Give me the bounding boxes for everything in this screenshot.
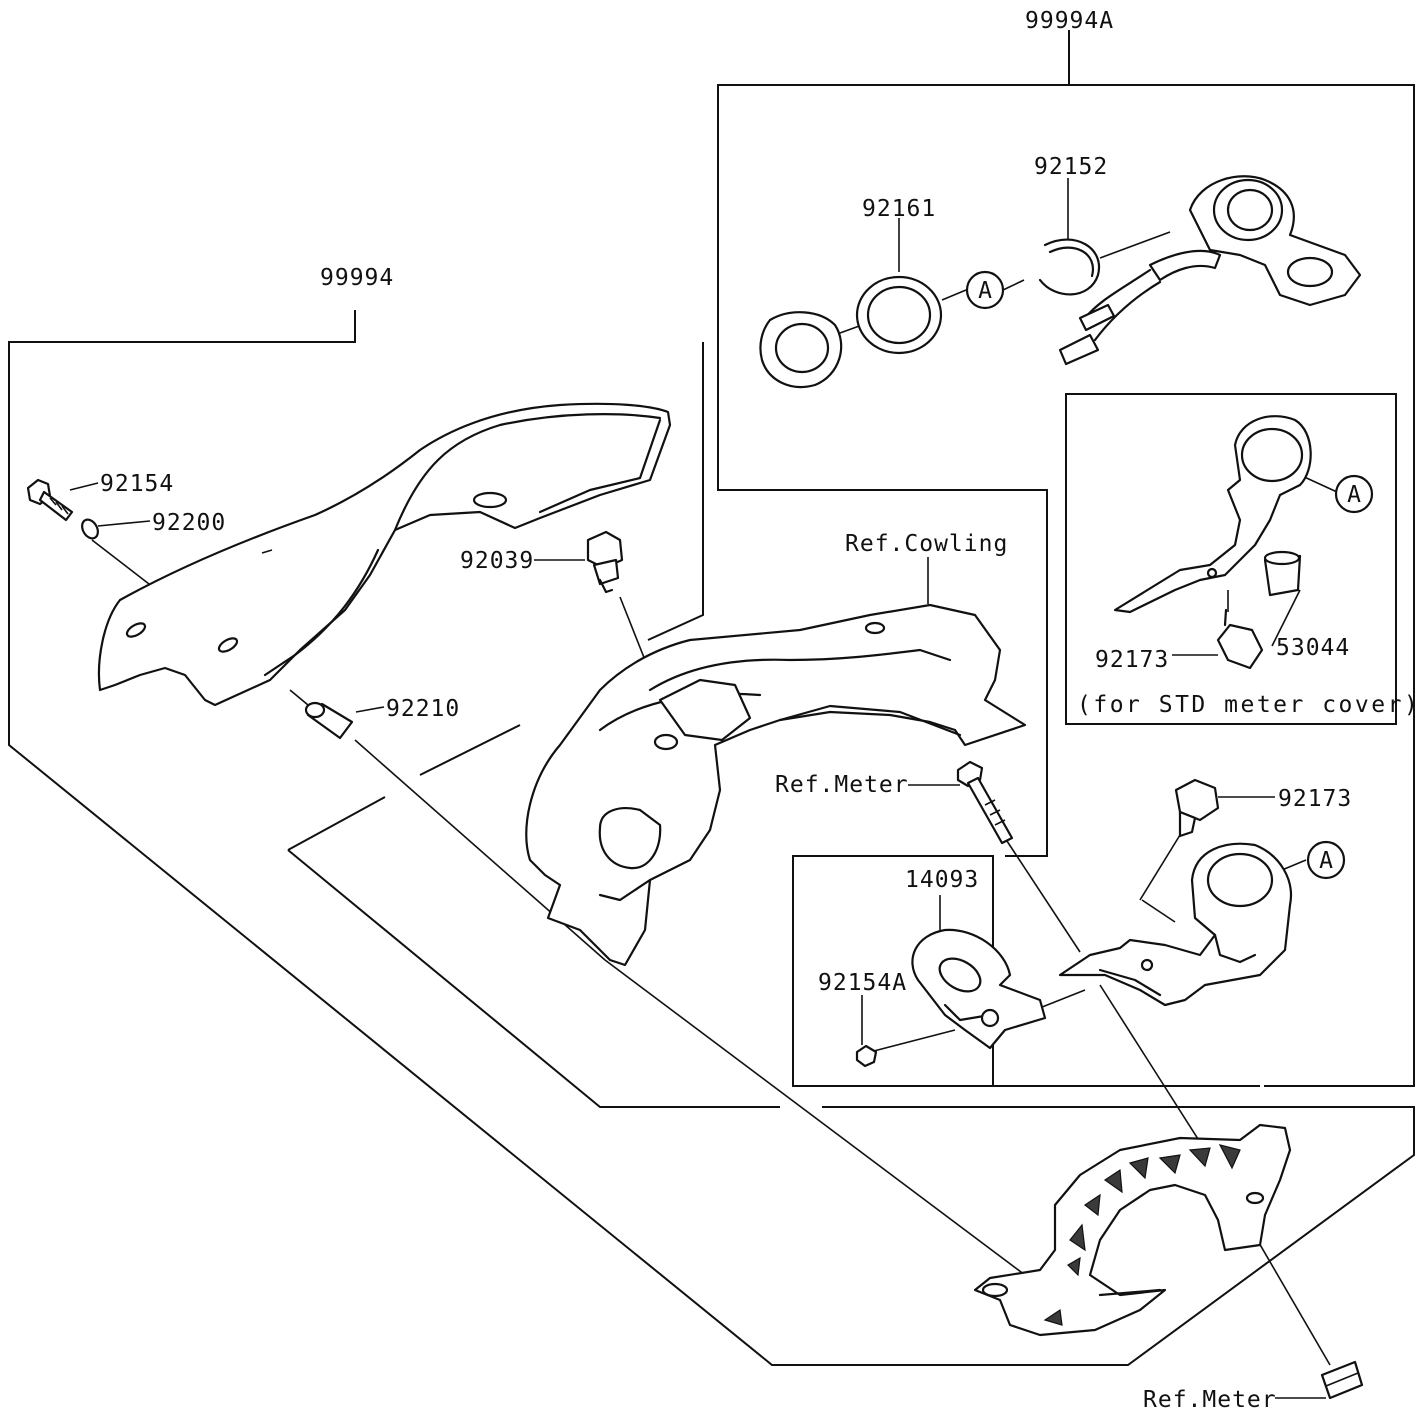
std-meter-cover-inset-frame bbox=[1065, 393, 1397, 725]
svg-text:A: A bbox=[1319, 848, 1333, 874]
windscreen-drawing bbox=[97, 402, 672, 707]
label-std-meter-cover: (for STD meter cover) bbox=[1077, 692, 1420, 718]
label-92173: 92173 bbox=[1278, 786, 1352, 812]
kit-99994A-frame bbox=[717, 30, 1415, 1087]
label-99994: 99994 bbox=[320, 265, 394, 291]
label-92152: 92152 bbox=[1034, 154, 1108, 180]
marker-a-3: A bbox=[1306, 840, 1346, 880]
marker-a-1: A bbox=[965, 270, 1005, 310]
svg-text:A: A bbox=[1347, 482, 1361, 508]
label-ref-meter-2: Ref.Meter bbox=[1143, 1387, 1277, 1410]
label-92039: 92039 bbox=[460, 548, 534, 574]
washer-92200-drawing bbox=[81, 518, 99, 540]
label-53044: 53044 bbox=[1276, 635, 1350, 661]
clip-92152-drawing bbox=[1038, 238, 1101, 296]
bracket-ring-drawing bbox=[1058, 842, 1293, 1007]
marker-a-2: A bbox=[1334, 474, 1374, 514]
kit-99994-frame bbox=[8, 310, 1415, 1366]
label-92200: 92200 bbox=[152, 510, 226, 536]
label-92154A: 92154A bbox=[818, 970, 907, 996]
ring-small-drawing bbox=[759, 311, 843, 389]
label-92173-inset: 92173 bbox=[1095, 647, 1169, 673]
meter-cover-drawing bbox=[525, 603, 1027, 967]
label-92154: 92154 bbox=[100, 471, 174, 497]
clamp-14093-drawing bbox=[911, 928, 1047, 1050]
label-ref-cowling: Ref.Cowling bbox=[845, 531, 1008, 557]
label-92210: 92210 bbox=[386, 696, 460, 722]
pin-92173-drawing bbox=[1174, 778, 1220, 838]
bolt-92154-drawing bbox=[26, 478, 74, 522]
inset-pin-92173-drawing bbox=[1216, 608, 1264, 670]
grommet-drawing bbox=[1320, 1360, 1364, 1400]
label-14093: 14093 bbox=[905, 867, 979, 893]
callout-labels: 99994A 99994 92152 92161 92154 92200 920… bbox=[100, 8, 1420, 1413]
label-ref-meter-1: Ref.Meter bbox=[775, 772, 909, 798]
rubber-53044-drawing bbox=[1263, 550, 1302, 597]
collar-92210-drawing bbox=[304, 701, 354, 740]
meter-bolt-drawing bbox=[956, 760, 1014, 845]
inset-bracket-drawing bbox=[1113, 415, 1312, 614]
ring-92161-drawing bbox=[855, 275, 943, 355]
screw-92154A-drawing bbox=[855, 1044, 878, 1068]
svg-text:A: A bbox=[978, 278, 992, 304]
screw-92039-drawing bbox=[586, 530, 624, 594]
socket-drawing bbox=[1058, 175, 1362, 366]
label-99994A: 99994A bbox=[1025, 8, 1114, 34]
lower-frame-drawing bbox=[973, 1123, 1292, 1337]
label-92161: 92161 bbox=[862, 196, 936, 222]
